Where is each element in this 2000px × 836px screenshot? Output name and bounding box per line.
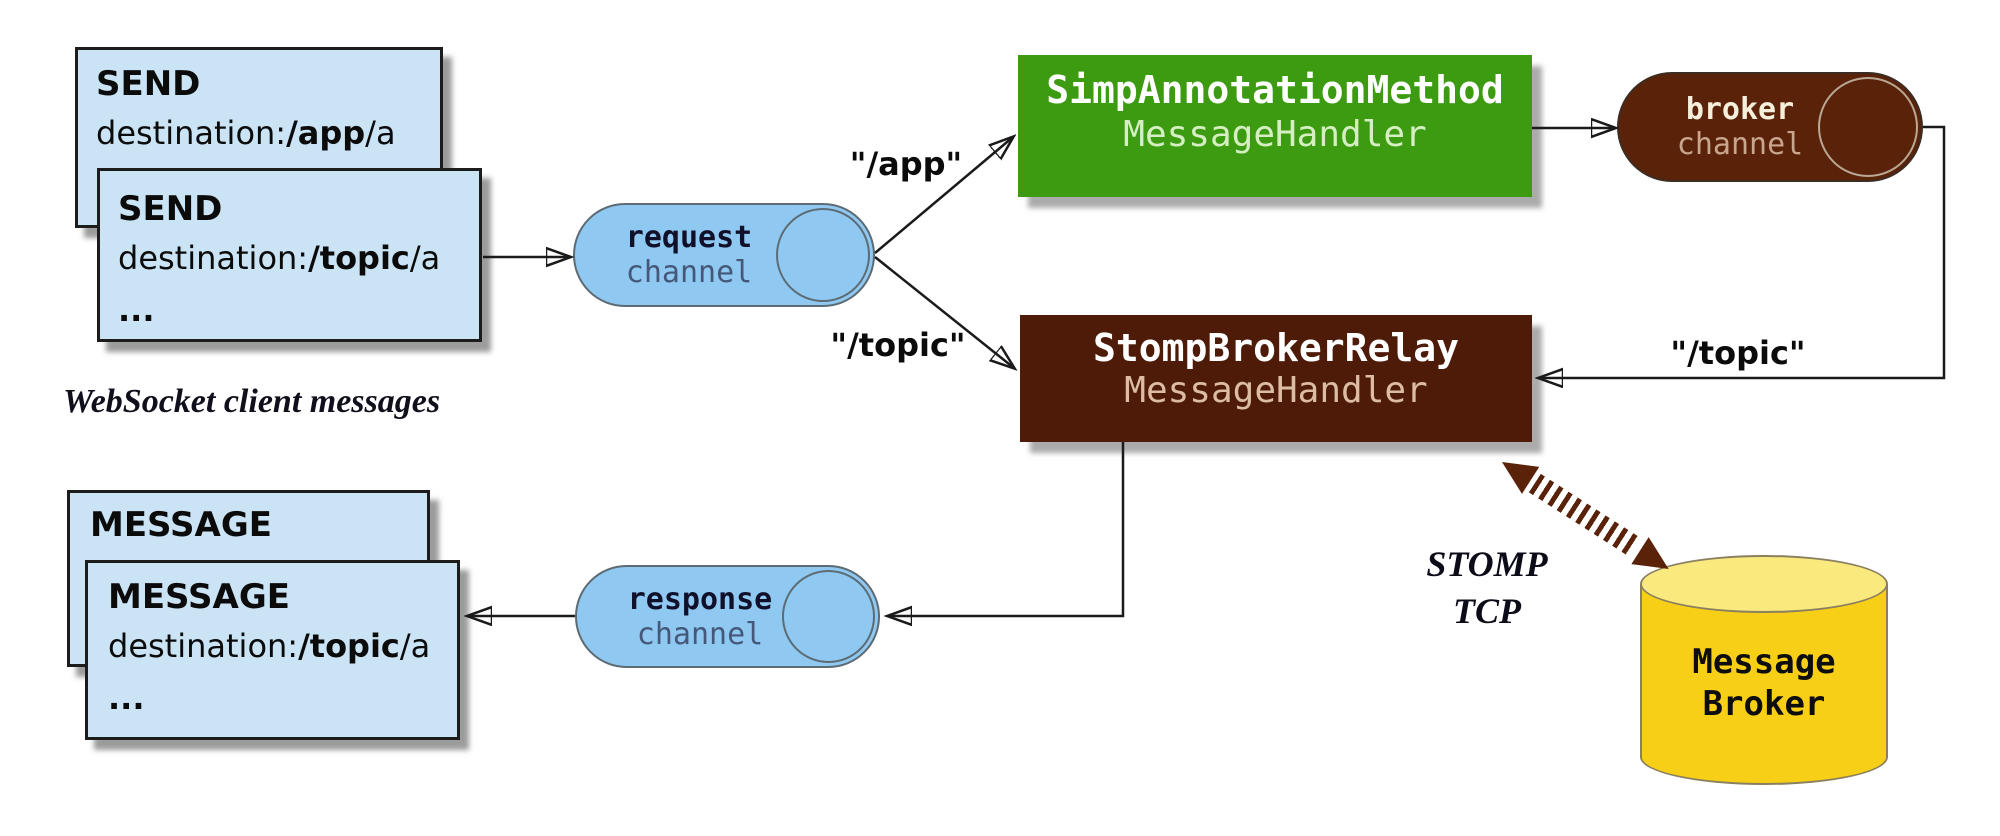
send-frame-destination: destination:/topic/a: [118, 239, 441, 277]
cylinder-cap: [776, 208, 870, 302]
message-frame-title: MESSAGE: [108, 577, 290, 617]
message-frame-topic: MESSAGE destination:/topic/a ...: [85, 560, 460, 740]
message-frame-ellipsis: ...: [108, 679, 145, 717]
send-frame-title: SEND: [96, 64, 201, 104]
message-broker-node: Message Broker: [1640, 555, 1888, 787]
message-broker-label: Message Broker: [1692, 642, 1836, 724]
message-frame-destination: destination:/topic/a: [108, 627, 431, 665]
send-frame-destination: destination:/app/a: [96, 114, 396, 152]
cylinder-cap: [782, 570, 875, 663]
cylinder-top: [1640, 555, 1888, 613]
app-route-label: "/app": [849, 145, 963, 183]
request-channel-label: request channel: [625, 220, 753, 290]
request-channel-node: request channel: [573, 203, 875, 307]
arrow-relay-to-response-channel: [888, 442, 1125, 616]
broker-channel-label: broker channel: [1676, 92, 1804, 162]
handler-title: SimpAnnotationMethod: [1046, 68, 1504, 112]
stomp-tcp-label: STOMP TCP: [1426, 544, 1548, 631]
handler-subtitle: MessageHandler: [1123, 114, 1427, 155]
handler-subtitle: MessageHandler: [1124, 370, 1428, 411]
message-frame-title: MESSAGE: [90, 505, 272, 545]
stomp-broker-relay-handler-node: StompBrokerRelay MessageHandler: [1020, 315, 1532, 442]
send-frame-title: SEND: [118, 189, 223, 229]
simp-annotation-method-handler-node: SimpAnnotationMethod MessageHandler: [1018, 55, 1532, 197]
handler-title: StompBrokerRelay: [1092, 326, 1460, 370]
topic-route-label-broker: "/topic": [1670, 334, 1806, 372]
send-frame-topic: SEND destination:/topic/a ...: [97, 168, 482, 342]
topic-route-label-request: "/topic": [830, 326, 966, 364]
broker-channel-node: broker channel: [1617, 72, 1923, 182]
response-channel-label: response channel: [627, 581, 773, 652]
send-frame-ellipsis: ...: [118, 291, 155, 329]
response-channel-node: response channel: [575, 565, 880, 668]
websocket-client-messages-caption: WebSocket client messages: [63, 383, 441, 420]
